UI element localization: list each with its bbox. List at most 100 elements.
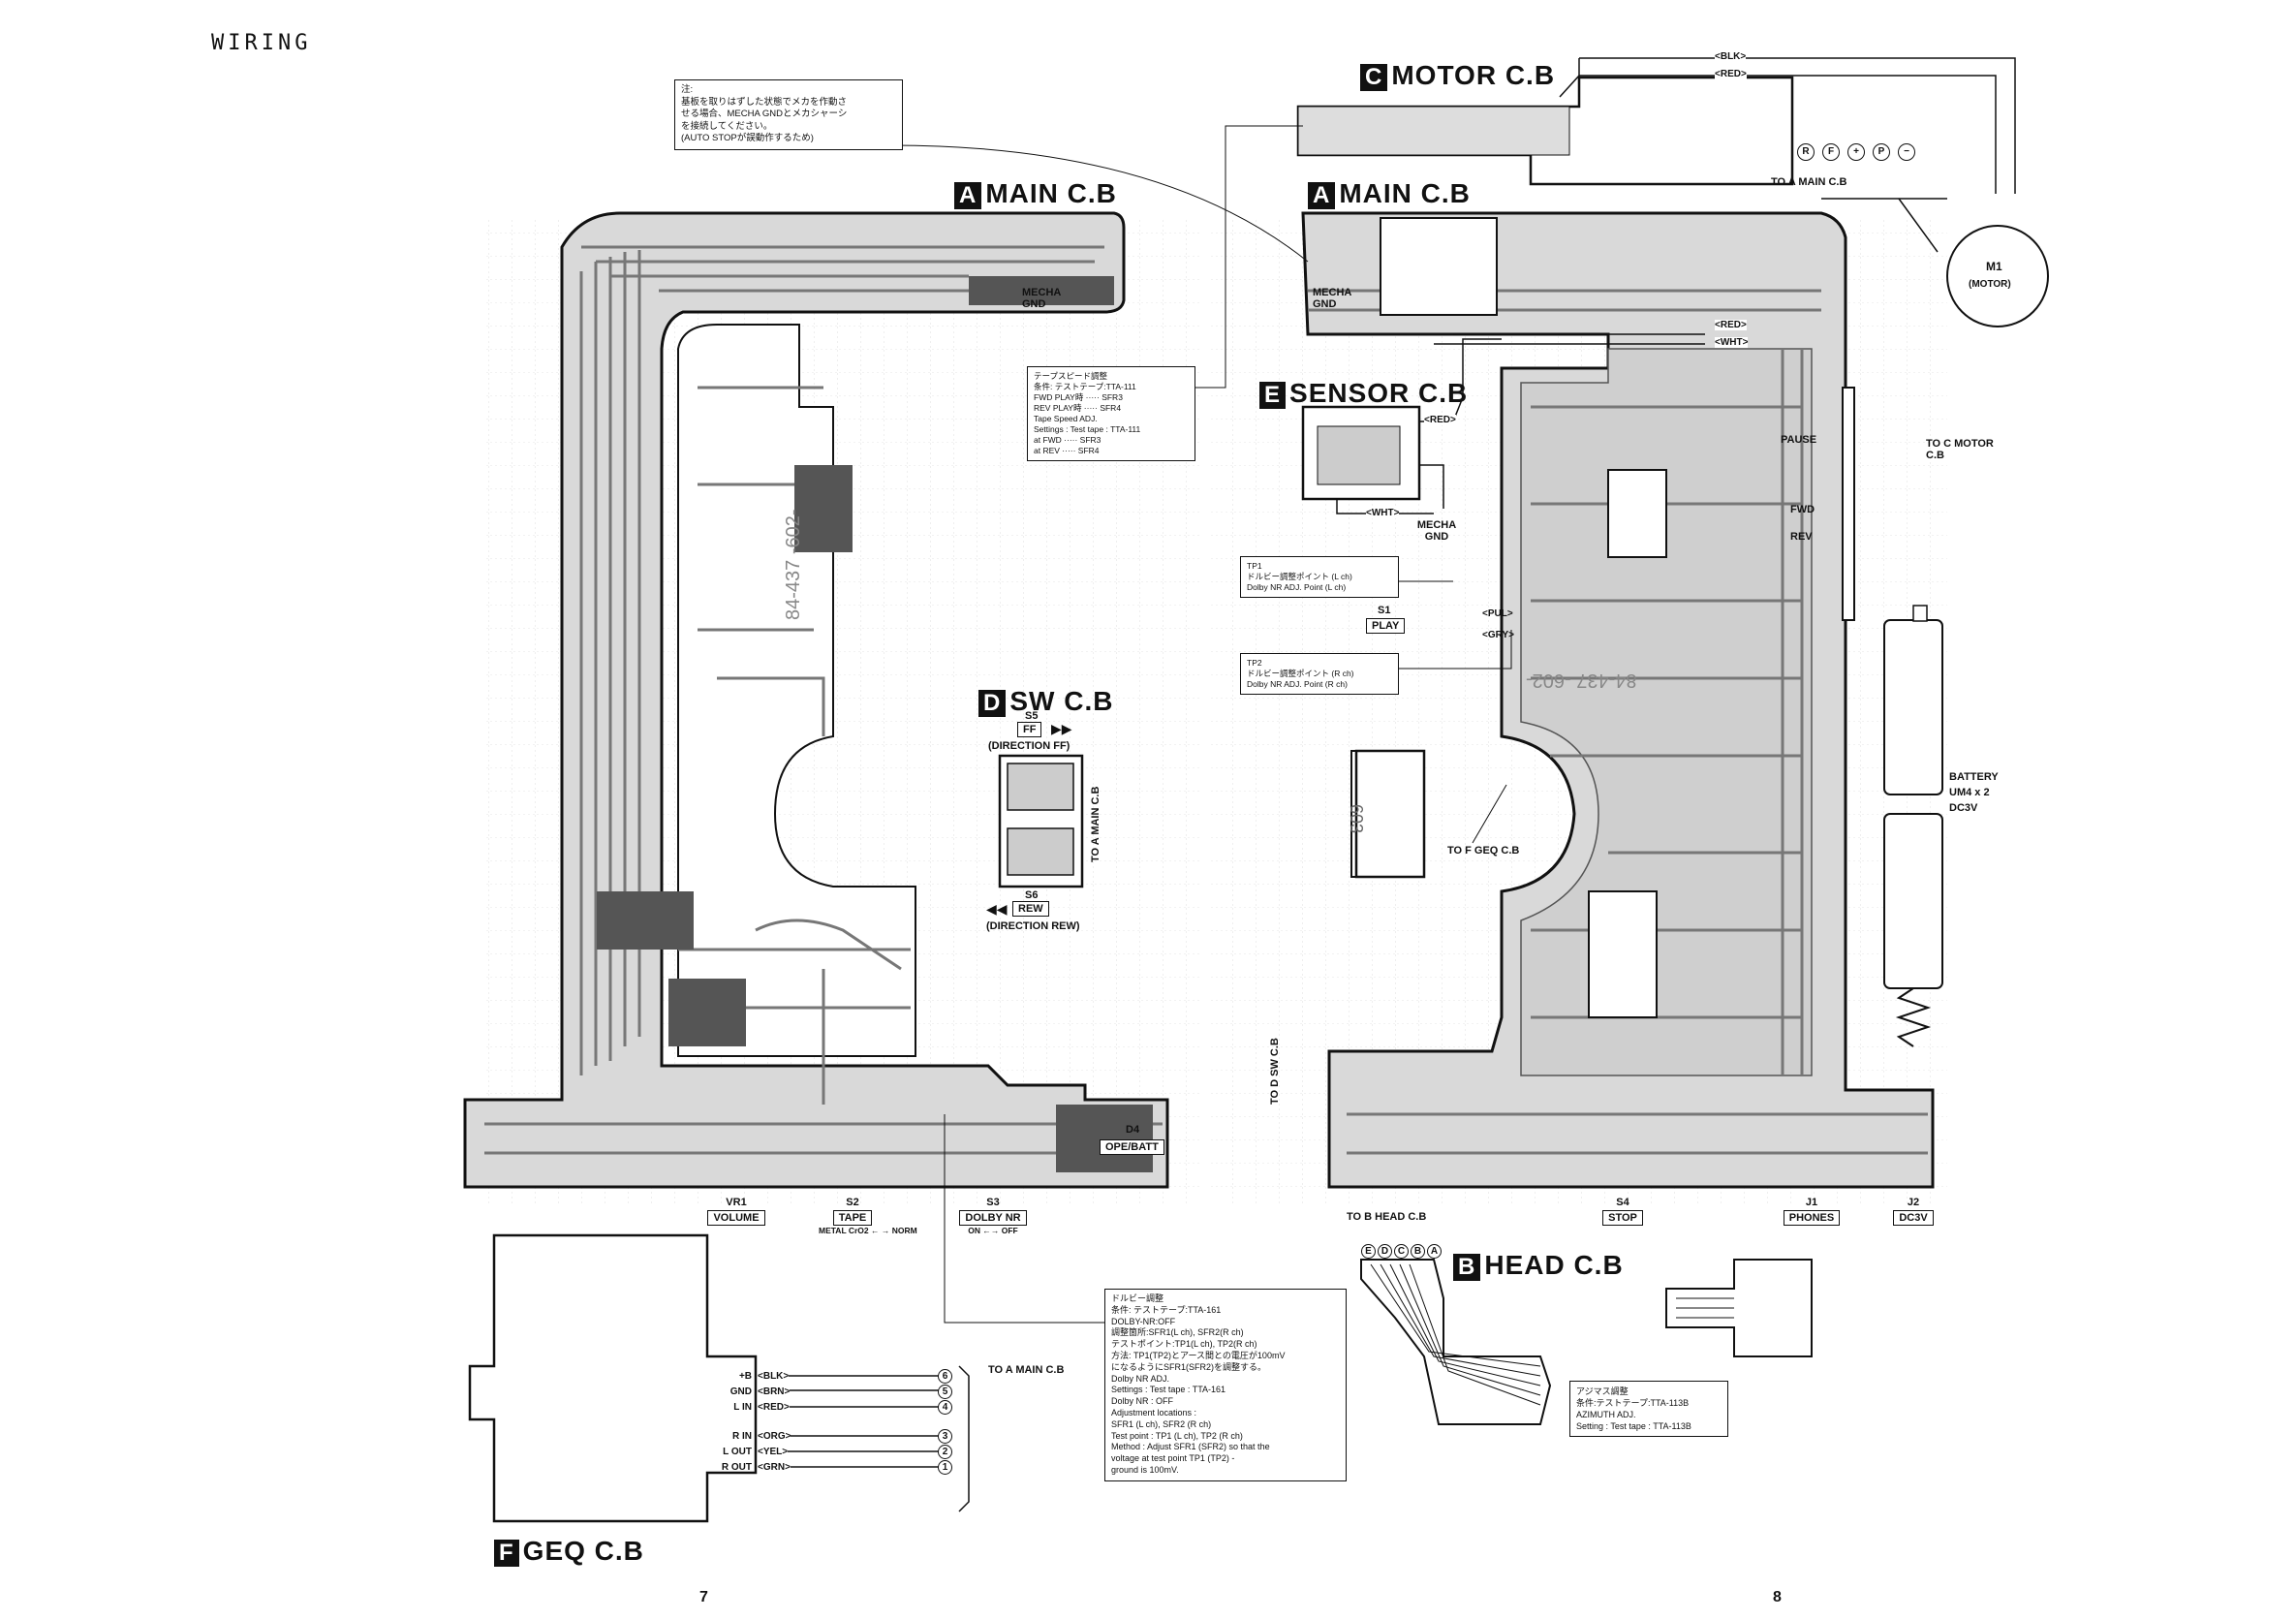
s6-direction: (DIRECTION REW) [986,920,1080,932]
azimuth-note: アジマス調整 条件:テストテープ:TTA-113B AZIMUTH ADJ. S… [1569,1381,1728,1437]
note-line: REV PLAY時 ····· SFR4 [1034,403,1122,413]
note-line: Dolby NR ADJ. [1111,1373,1170,1384]
geq-board [468,1233,758,1523]
sensor-wire-red: <RED> [1424,415,1456,425]
geq-pin-row: R OUT <GRN> 1 [705,1459,952,1475]
wire-color: RED [1429,415,1450,425]
board-id-right: 84-437 -602- [1526,670,1637,691]
motor-m1-label: M1 [1986,260,2002,273]
note-line: ドルビー調整ポイント (L ch) [1247,572,1352,581]
note-line: 条件:テストテープ:TTA-113B [1576,1398,1690,1408]
geq-pin-name: +B [738,1370,752,1382]
note-line: せる場合、MECHA GNDとメカシャーシ [681,109,848,119]
note-line: アジマス調整 [1576,1386,1629,1396]
note-line: at REV ····· SFR4 [1034,446,1100,455]
geq-pin-row: R IN <ORG> 3 [705,1428,952,1444]
terminal-p: P [1873,143,1890,161]
geq-pin-name: GND [729,1386,752,1397]
note-line: Setting : Test tape : TTA-113B [1576,1421,1691,1431]
wire-color: WHT [1371,508,1394,518]
j2-block: J2 DC3V [1889,1197,1938,1226]
geq-pin-num: 1 [938,1459,952,1475]
wire-color: RED [1720,69,1741,79]
geq-pin-row: GND <BRN> 5 [705,1384,952,1399]
board-letter-e: E [1259,382,1287,409]
s5-direction: (DIRECTION FF) [988,740,1070,752]
note-line: になるようにSFR1(SFR2)を調整する。 [1111,1361,1267,1372]
s2-label: TAPE [832,1210,873,1226]
geq-pin-name: R IN [732,1430,752,1442]
s5-name: S5 [1025,710,1039,722]
page-title: WIRING [211,31,312,55]
head-flex [1360,1259,1552,1425]
note-line: Settings : Test tape : TTA-161 [1111,1385,1226,1395]
geq-pin-num: 3 [938,1428,952,1444]
geq-pin-name: R OUT [721,1461,752,1473]
board-name: GEQ C.B [522,1536,644,1566]
board-name: SENSOR C.B [1289,378,1469,408]
motor-m1 [1946,225,2049,327]
wire-color: BLK [762,1370,784,1382]
s1-wire-gry: <GRY> [1482,630,1514,640]
terminal-f: F [1822,143,1840,161]
main-wire-wht: <WHT> [1715,337,1749,348]
vr1-label: VOLUME [707,1210,765,1226]
battery-volt: DC3V [1949,802,1978,814]
wire-color: PUL [1487,608,1507,619]
note-line: Settings : Test tape : TTA-111 [1034,424,1141,434]
head-pin: E [1361,1244,1376,1259]
board-letter-a: A [1308,182,1336,209]
to-geq-label: TO F GEQ C.B [1447,845,1520,857]
motor-name-label: (MOTOR) [1969,279,2011,290]
note-line: (AUTO STOPが誤動作するため) [681,133,814,143]
wire-color: WHT [1720,337,1743,348]
note-line: Dolby NR : OFF [1111,1396,1174,1407]
wire-color: BRN [762,1386,785,1397]
dolby-adj-note: ドルビー調整 条件: テストテープ:TTA-161 DOLBY-NR:OFF 調… [1104,1289,1347,1481]
note-line: Dolby NR ADJ. Point (L ch) [1247,582,1347,592]
motor-wire-red: <RED> [1715,69,1747,79]
geq-pin-name: L OUT [723,1446,752,1457]
head-pin: C [1394,1244,1409,1259]
geq-pin-num: 5 [938,1384,952,1399]
terminal-r: R [1797,143,1815,161]
rev-label: REV [1790,531,1813,543]
geq-pin-name: L IN [733,1401,752,1413]
mecha-gnd-note: 注: 基板を取りはずした状態でメカを作動さ せる場合、MECHA GNDとメカシ… [674,79,903,150]
note-line: ground is 100mV. [1111,1464,1179,1475]
note-line: Tape Speed ADJ. [1034,414,1098,423]
note-line: Adjustment locations : [1111,1407,1197,1418]
geq-pin-wire: <YEL> [758,1446,789,1457]
geq-pin-wire: <GRN> [758,1461,791,1473]
to-main-geq-label: TO A MAIN C.B [988,1364,1065,1376]
head-pin: B [1411,1244,1425,1259]
to-motor-label: TO C MOTOR C.B [1926,438,1994,461]
geq-pin-wire: <BRN> [758,1386,791,1397]
note-line: TP1 [1247,561,1262,571]
board-name: MAIN C.B [985,178,1117,208]
board-name: HEAD C.B [1484,1250,1624,1280]
s5-label: FF [1017,722,1042,737]
s3-sub: ON ←→ OFF [968,1226,1018,1235]
j2-label: DC3V [1893,1210,1934,1226]
to-main-sw-label: TO A MAIN C.B [1090,786,1101,862]
note-line: SFR1 (L ch), SFR2 (R ch) [1111,1418,1212,1429]
j1-label: PHONES [1783,1210,1841,1226]
s1-label: PLAY [1366,618,1406,634]
board-name: MAIN C.B [1339,178,1471,208]
motor-wire-blk: <BLK> [1715,51,1747,62]
rew-arrows-icon: ◀◀ [986,901,1008,917]
note-line: 方法: TP1(TP2)とアース間との電圧が100mV [1111,1350,1286,1360]
geq-pin-num: 6 [938,1368,952,1384]
mecha-gnd-left: MECHA GND [1022,287,1061,310]
board-name: SW C.B [1009,686,1114,716]
wire-color: RED [1720,320,1741,330]
note-line: 条件: テストテープ:TTA-161 [1111,1304,1222,1315]
board-letter-f: F [494,1540,519,1567]
main-wire-red: <RED> [1715,320,1747,330]
ff-arrows-icon: ▶▶ [1051,721,1072,736]
note-line: Dolby NR ADJ. Point (R ch) [1247,679,1348,689]
s6-name: S6 [1025,889,1039,901]
page-number-left: 7 [699,1589,708,1605]
